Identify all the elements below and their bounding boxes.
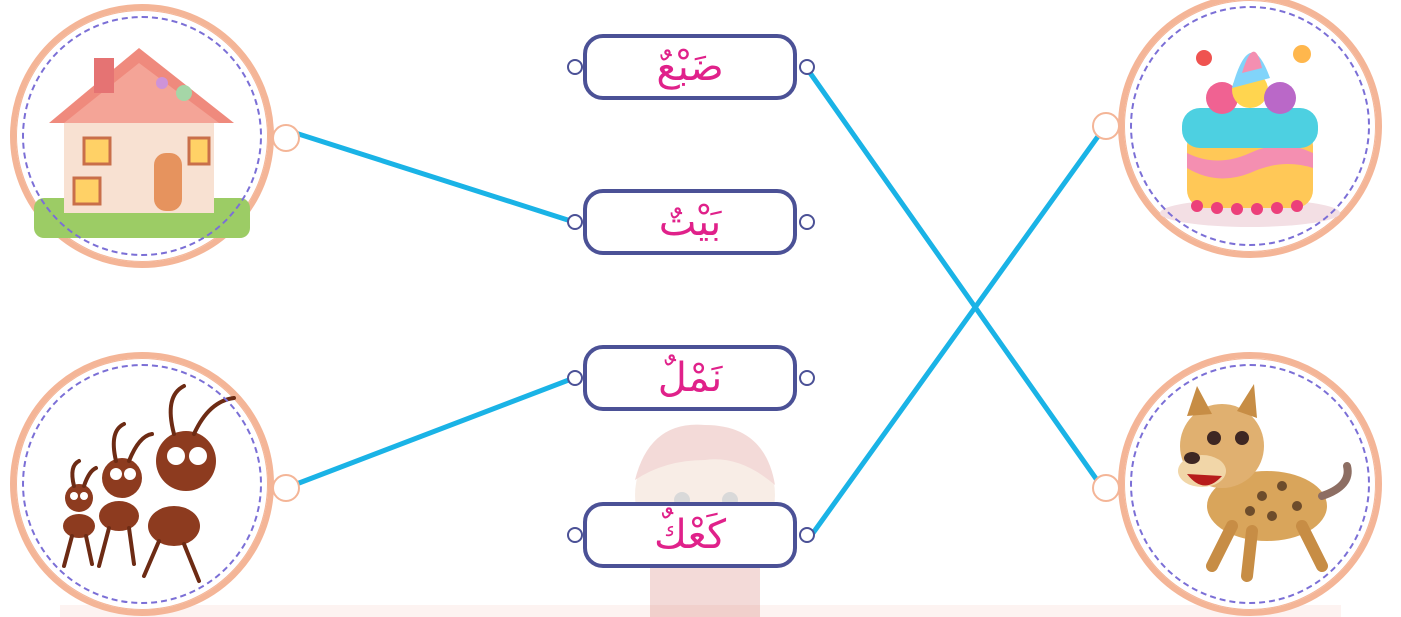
word-dabun-left-port[interactable] bbox=[567, 59, 583, 75]
word-label: نَمْلٌ bbox=[657, 355, 723, 401]
image-card-hyena[interactable] bbox=[1118, 352, 1382, 616]
bottom-strip bbox=[60, 605, 1341, 617]
ants-icon bbox=[62, 384, 236, 583]
word-label: بَيْتٌ bbox=[658, 199, 722, 245]
word-namlun-left-port[interactable] bbox=[567, 370, 583, 386]
word-namlun-right-port[interactable] bbox=[799, 370, 815, 386]
match-line-kaakun-cake bbox=[805, 125, 1107, 543]
word-kaakun-right-port[interactable] bbox=[799, 527, 815, 543]
word-box-namlun[interactable]: نَمْلٌ bbox=[583, 345, 797, 411]
image-card-ants[interactable] bbox=[10, 352, 274, 616]
word-kaakun-left-port[interactable] bbox=[567, 527, 583, 543]
word-box-baytun[interactable]: بَيْتٌ bbox=[583, 189, 797, 255]
image-card-house[interactable] bbox=[10, 4, 274, 268]
word-baytun-left-port[interactable] bbox=[567, 214, 583, 230]
word-baytun-right-port[interactable] bbox=[799, 214, 815, 230]
word-box-dabun[interactable]: ضَبْعٌ bbox=[583, 34, 797, 100]
house-icon bbox=[34, 48, 250, 238]
match-line-house-baytun bbox=[283, 127, 577, 225]
word-box-kaakun[interactable]: كَعْكٌ bbox=[583, 502, 797, 568]
image-card-cake[interactable] bbox=[1118, 0, 1382, 258]
hyena-icon bbox=[1178, 384, 1352, 582]
ants-connector-dot[interactable] bbox=[272, 474, 300, 502]
match-line-dabun-hyena bbox=[805, 67, 1107, 493]
match-line-ants-namlun bbox=[283, 375, 577, 491]
word-dabun-right-port[interactable] bbox=[799, 59, 815, 75]
word-label: ضَبْعٌ bbox=[656, 44, 724, 90]
word-label: كَعْكٌ bbox=[653, 512, 727, 558]
cake-icon bbox=[1160, 45, 1340, 227]
hyena-connector-dot[interactable] bbox=[1092, 474, 1120, 502]
cake-connector-dot[interactable] bbox=[1092, 112, 1120, 140]
house-connector-dot[interactable] bbox=[272, 124, 300, 152]
